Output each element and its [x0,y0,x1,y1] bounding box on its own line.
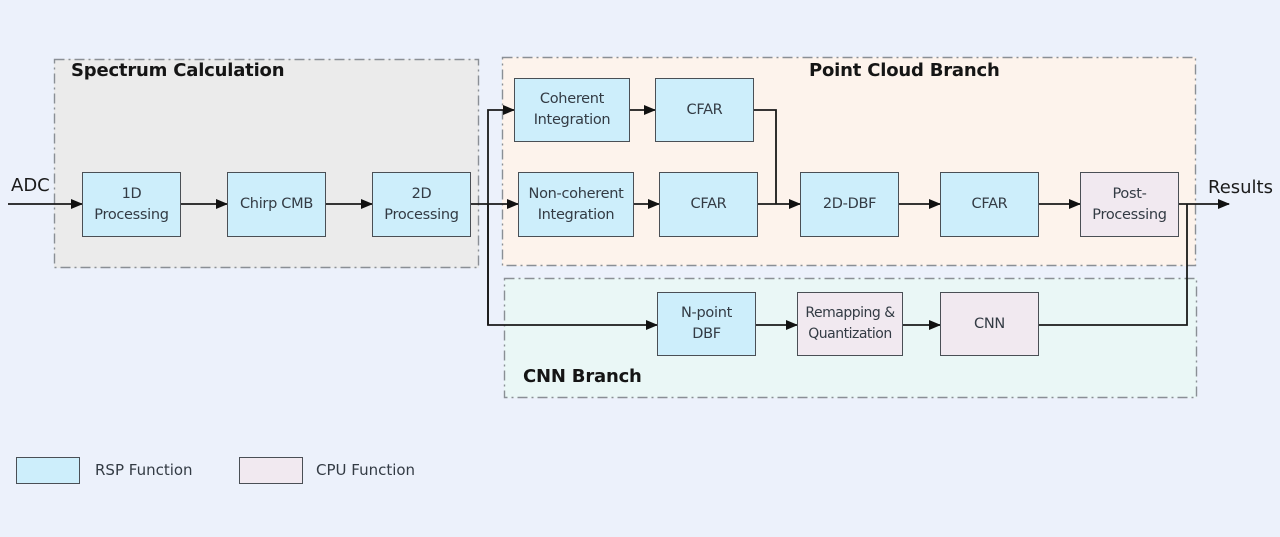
block-post-processing: Post- Processing [1080,172,1179,237]
block-noncoherent-integration: Non-coherent Integration [518,172,634,237]
region-border [501,56,1197,267]
region-border [503,277,1198,399]
block-2d-dbf: 2D-DBF [800,172,899,237]
block-chirp-cmb: Chirp CMB [227,172,326,237]
block-1d-processing: 1D Processing [82,172,181,237]
region-title: Spectrum Calculation [71,60,285,81]
legend-swatch-cpu [239,457,303,484]
line-cfar-top-merge [754,109,777,204]
arrow-split-to-coherent [487,105,515,325]
block-cfar-noncoherent: CFAR [659,172,758,237]
line-cnn-to-results [1039,204,1188,326]
results-output-label: Results [1208,177,1273,198]
region-title: Point Cloud Branch [809,60,1000,81]
block-npoint-dbf: N-point DBF [657,292,756,356]
block-cfar-coherent: CFAR [655,78,754,142]
region-border [53,58,480,269]
legend-label-cpu: CPU Function [316,461,416,479]
legend-label-rsp: RSP Function [95,461,193,479]
block-cnn: CNN [940,292,1039,356]
legend-swatch-rsp [16,457,80,484]
arrow-split-to-npoint [487,204,658,330]
block-remapping-quantization: Remapping & Quantization [797,292,903,356]
region-title: CNN Branch [523,366,642,387]
block-coherent-integration: Coherent Integration [514,78,630,142]
block-cfar-final: CFAR [940,172,1039,237]
block-2d-processing: 2D Processing [372,172,471,237]
adc-input-label: ADC [11,175,50,196]
